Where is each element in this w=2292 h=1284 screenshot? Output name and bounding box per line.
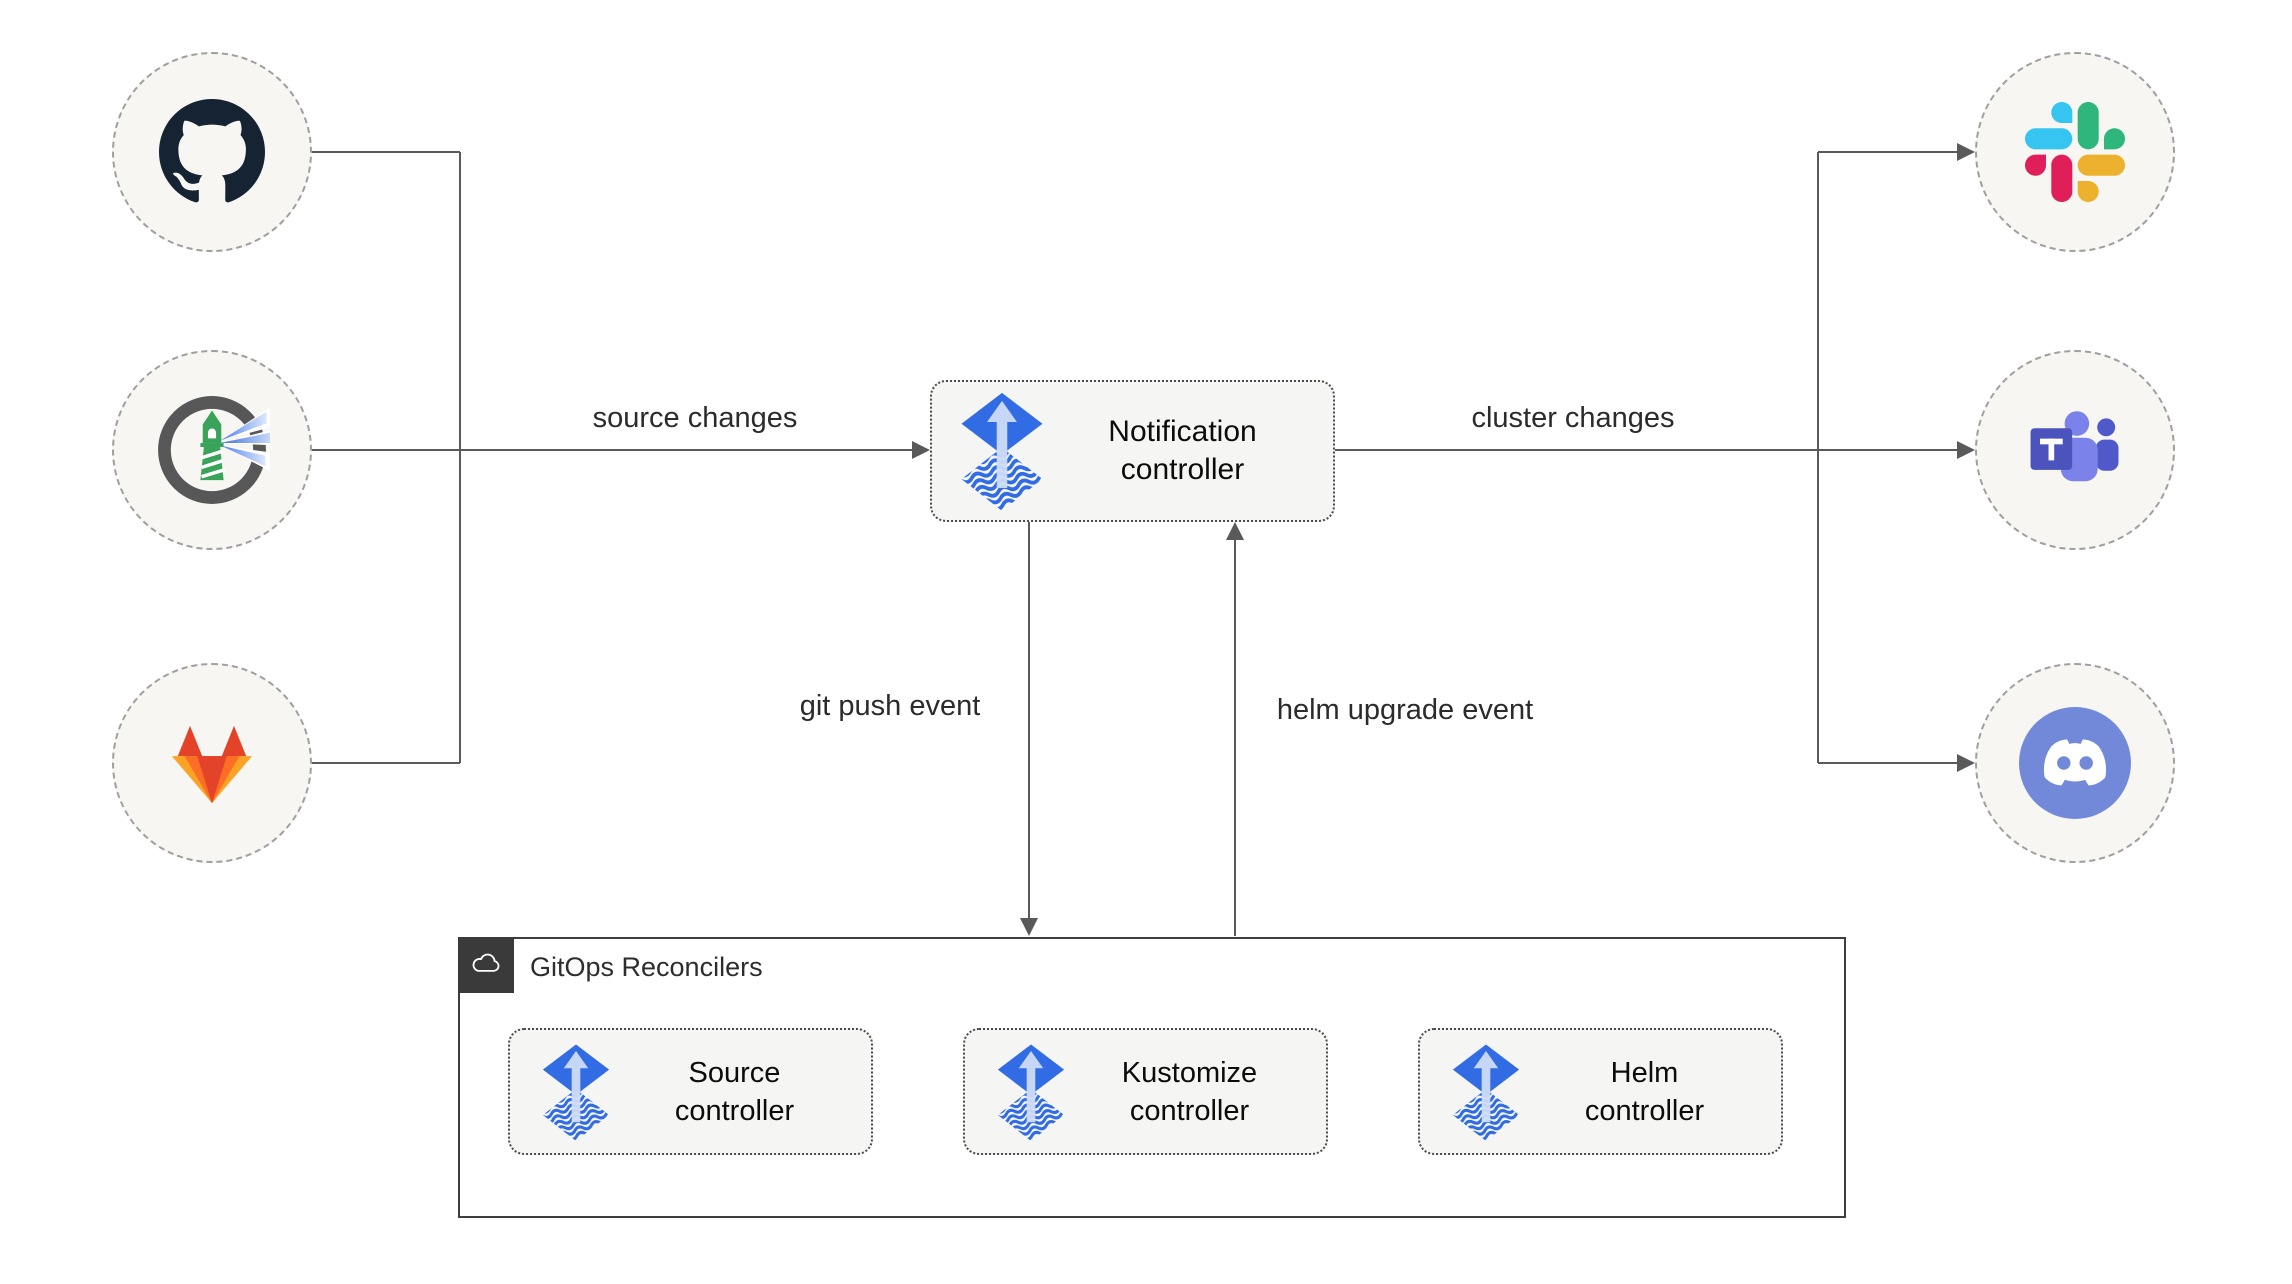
teams-icon (2030, 411, 2119, 482)
node-github (112, 52, 312, 252)
github-icon (159, 99, 265, 203)
notification-controller-label: Notification controller (1108, 415, 1257, 486)
harbor-icon (158, 396, 270, 504)
node-teams (1975, 350, 2175, 550)
source-controller-label: Source controller (674, 1056, 795, 1127)
arrowhead-into-notification-bottom (1226, 522, 1244, 540)
node-helm-controller: Helm controller (1418, 1028, 1783, 1155)
teams-letter-t (2040, 438, 2063, 461)
arrowhead-into-discord (1957, 754, 1975, 772)
slack-icon (2025, 102, 2125, 202)
edge-label-source-changes: source changes (592, 402, 798, 434)
helm-controller-label: Helm controller (1584, 1056, 1705, 1127)
node-source-controller: Source controller (508, 1028, 873, 1155)
node-harbor (112, 350, 312, 550)
arrowhead-into-slack (1957, 143, 1975, 161)
cloud-icon (472, 953, 500, 972)
discord-icon (2019, 707, 2131, 819)
gitlab-icon (171, 725, 253, 804)
flux-icon (1450, 1042, 1522, 1142)
edge-label-helm-upgrade-event: helm upgrade event (1276, 694, 1534, 726)
node-gitlab (112, 663, 312, 863)
node-kustomize-controller: Kustomize controller (963, 1028, 1328, 1155)
gitops-badge (458, 937, 514, 993)
node-notification-controller: Notification controller (930, 380, 1335, 522)
edge-label-git-push-event: git push event (799, 690, 981, 722)
flux-icon (958, 391, 1046, 511)
arrowhead-into-teams (1957, 441, 1975, 459)
flux-icon (995, 1042, 1067, 1142)
gitops-group-title: GitOps Reconcilers (530, 952, 763, 982)
arrowhead-into-notification-left (912, 441, 930, 459)
kustomize-controller-label: Kustomize controller (1121, 1056, 1258, 1127)
node-discord (1975, 663, 2175, 863)
flux-icon (540, 1042, 612, 1142)
node-slack (1975, 52, 2175, 252)
arrowhead-into-gitops (1020, 918, 1038, 936)
edge-label-cluster-changes: cluster changes (1471, 402, 1675, 434)
